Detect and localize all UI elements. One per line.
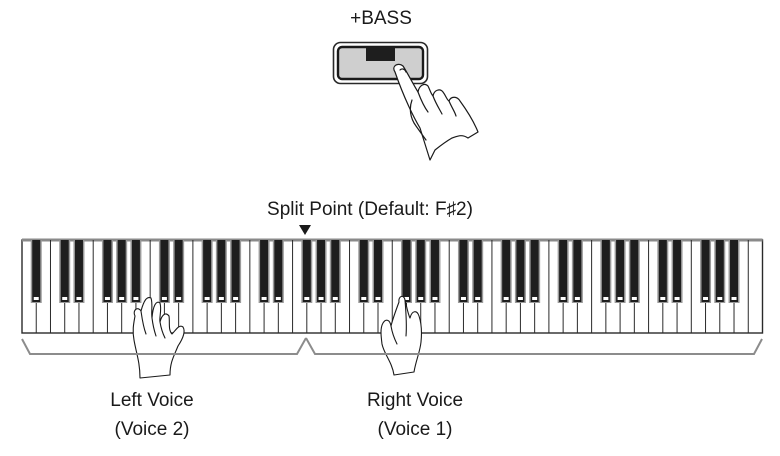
black-key bbox=[101, 240, 113, 303]
black-key bbox=[329, 240, 341, 303]
right-hand-icon bbox=[380, 295, 422, 376]
right-voice-sub: (Voice 1) bbox=[377, 419, 453, 440]
black-key bbox=[415, 240, 427, 303]
black-key bbox=[657, 240, 669, 303]
black-key bbox=[714, 240, 726, 303]
black-key bbox=[158, 240, 170, 303]
black-key bbox=[429, 240, 441, 303]
black-key bbox=[472, 240, 484, 303]
split-point-marker-icon bbox=[299, 225, 311, 235]
black-key bbox=[272, 240, 284, 303]
bass-button[interactable] bbox=[332, 41, 429, 85]
black-key bbox=[315, 240, 327, 303]
black-key bbox=[130, 240, 142, 303]
black-key bbox=[400, 240, 412, 303]
black-key bbox=[457, 240, 469, 303]
left-voice-label: Left Voice (Voice 2) bbox=[110, 386, 193, 444]
right-voice-name: Right Voice bbox=[366, 390, 464, 411]
black-key bbox=[73, 240, 85, 303]
black-key bbox=[116, 240, 128, 303]
black-key bbox=[671, 240, 683, 303]
black-key bbox=[215, 240, 227, 303]
bass-button-label: +BASS bbox=[350, 8, 412, 29]
black-key bbox=[614, 240, 626, 303]
black-key bbox=[600, 240, 612, 303]
black-key bbox=[358, 240, 370, 303]
right-zone-bracket bbox=[305, 337, 763, 355]
black-key bbox=[529, 240, 541, 303]
black-key bbox=[59, 240, 71, 303]
left-hand-icon bbox=[132, 296, 185, 379]
black-key bbox=[700, 240, 712, 303]
black-key bbox=[728, 240, 740, 303]
pressing-hand-icon bbox=[393, 63, 479, 161]
right-voice-label: Right Voice (Voice 1) bbox=[367, 386, 463, 444]
black-key bbox=[230, 240, 242, 303]
bass-indicator-lamp-icon bbox=[366, 47, 395, 61]
black-key bbox=[30, 240, 42, 303]
piano-keyboard bbox=[21, 238, 764, 334]
black-key bbox=[301, 240, 313, 303]
black-key bbox=[372, 240, 384, 303]
black-key bbox=[514, 240, 526, 303]
black-key bbox=[500, 240, 512, 303]
black-key bbox=[258, 240, 270, 303]
black-key bbox=[201, 240, 213, 303]
black-key bbox=[571, 240, 583, 303]
left-zone-bracket bbox=[21, 337, 307, 355]
black-key bbox=[173, 240, 185, 303]
left-voice-name: Left Voice bbox=[110, 390, 194, 411]
split-point-label: Split Point (Default: F♯2) bbox=[267, 199, 473, 220]
zone-brackets bbox=[21, 337, 763, 355]
black-key bbox=[557, 240, 569, 303]
left-voice-sub: (Voice 2) bbox=[114, 419, 190, 440]
black-key bbox=[628, 240, 640, 303]
